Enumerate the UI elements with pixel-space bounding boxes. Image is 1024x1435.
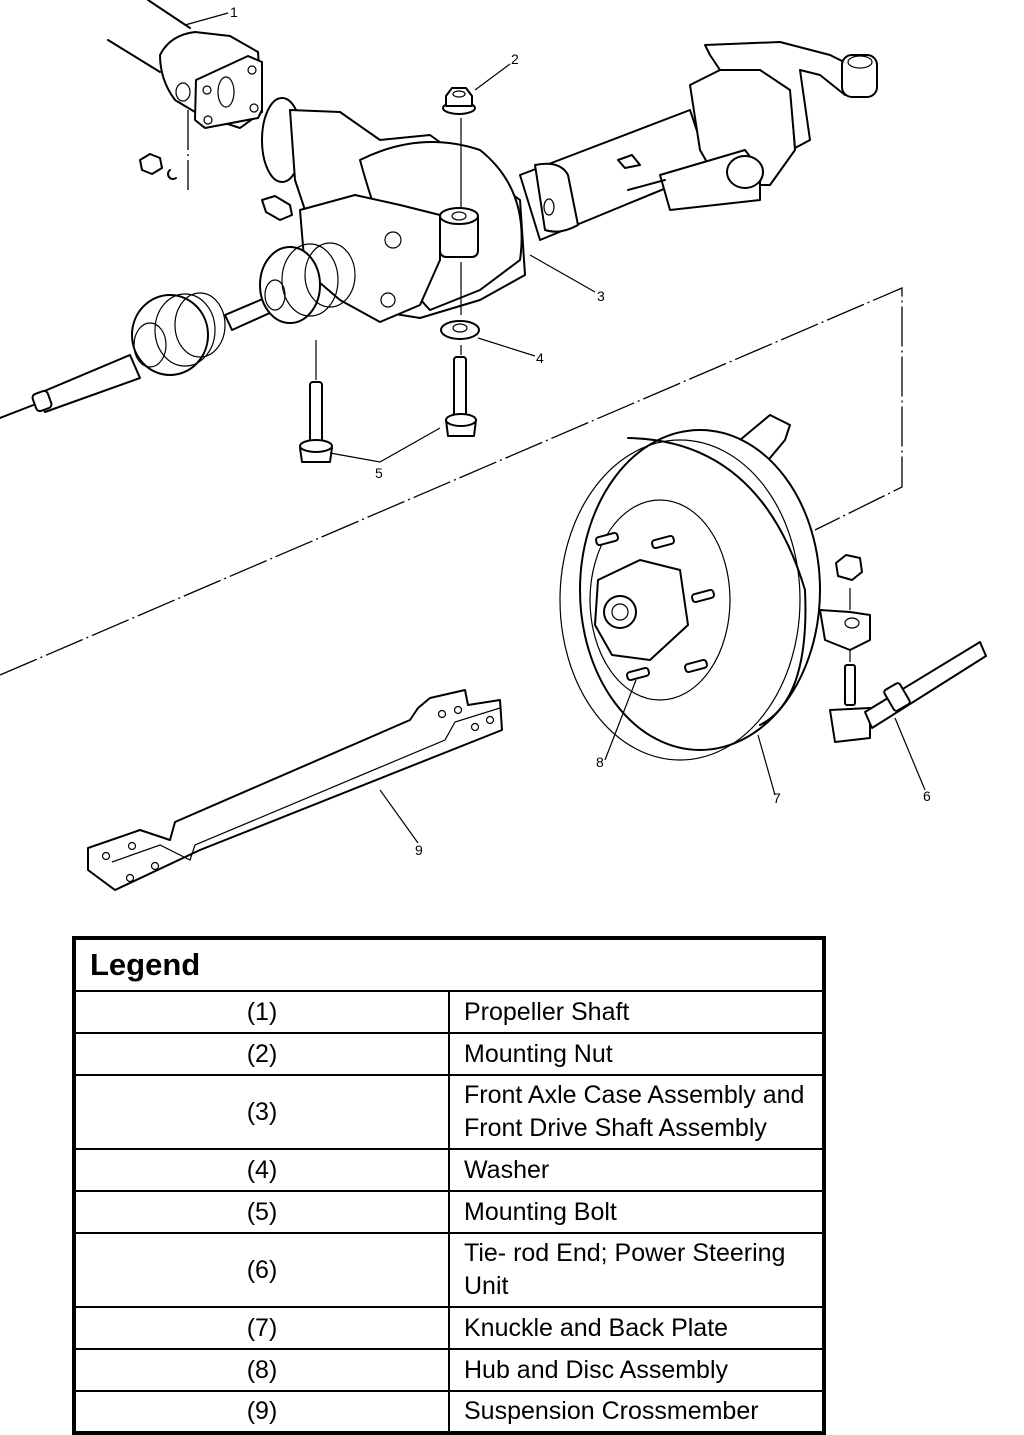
legend-description: Tie- rod End; Power Steering Unit [448, 1232, 825, 1308]
legend-description: Knuckle and Back Plate [448, 1306, 825, 1350]
legend-row: (1) Propeller Shaft [73, 990, 825, 1034]
legend-description: Mounting Bolt [448, 1190, 825, 1234]
mounting-bolt-part [299, 356, 477, 463]
legend-number: (1) [73, 990, 450, 1034]
legend-description: Propeller Shaft [448, 990, 825, 1034]
legend-number: (2) [73, 1032, 450, 1076]
legend-number: (9) [73, 1390, 450, 1434]
legend-number: (5) [73, 1190, 450, 1234]
crossmember-part [87, 689, 503, 891]
legend-number: (6) [73, 1232, 450, 1308]
legend-number: (8) [73, 1348, 450, 1392]
callout-3: 3 [597, 288, 605, 304]
drive-shaft-part [0, 242, 356, 419]
exploded-view-diagram: 1 2 3 4 5 6 7 8 9 [0, 0, 987, 891]
tie-rod-end-part [819, 554, 987, 743]
axle-case-part [261, 41, 878, 323]
callout-1: 1 [230, 4, 238, 20]
legend-table: Legend (1) Propeller Shaft (2) Mounting … [72, 936, 826, 1435]
legend-row: (8) Hub and Disc Assembly [73, 1348, 825, 1392]
legend-number: (7) [73, 1306, 450, 1350]
callout-4: 4 [536, 350, 544, 366]
callout-5: 5 [375, 465, 383, 481]
legend-row: (3) Front Axle Case Assembly and Front D… [73, 1074, 825, 1150]
legend-number: (4) [73, 1148, 450, 1192]
legend-description: Mounting Nut [448, 1032, 825, 1076]
assembly-boundary-line [0, 287, 903, 676]
hub-disc-part [559, 414, 821, 761]
legend-title: Legend [73, 937, 825, 992]
callout-8: 8 [596, 754, 604, 770]
legend-row: (5) Mounting Bolt [73, 1190, 825, 1234]
legend-row: (7) Knuckle and Back Plate [73, 1306, 825, 1350]
callout-9: 9 [415, 842, 423, 858]
propeller-shaft-part [107, 0, 263, 190]
leader-lines [184, 12, 926, 844]
legend-row: (4) Washer [73, 1148, 825, 1192]
legend-description: Washer [448, 1148, 825, 1192]
legend-description: Suspension Crossmember [448, 1390, 825, 1434]
callout-6: 6 [923, 788, 931, 804]
washer-part [440, 320, 480, 355]
callout-7: 7 [773, 790, 781, 806]
legend-number: (3) [73, 1074, 450, 1150]
legend-row: (9) Suspension Crossmember [73, 1390, 825, 1434]
callout-2: 2 [511, 51, 519, 67]
mounting-nut-part [442, 87, 476, 315]
legend-row: (2) Mounting Nut [73, 1032, 825, 1076]
legend-description: Front Axle Case Assembly and Front Drive… [448, 1074, 825, 1150]
legend-row: (6) Tie- rod End; Power Steering Unit [73, 1232, 825, 1308]
legend-description: Hub and Disc Assembly [448, 1348, 825, 1392]
